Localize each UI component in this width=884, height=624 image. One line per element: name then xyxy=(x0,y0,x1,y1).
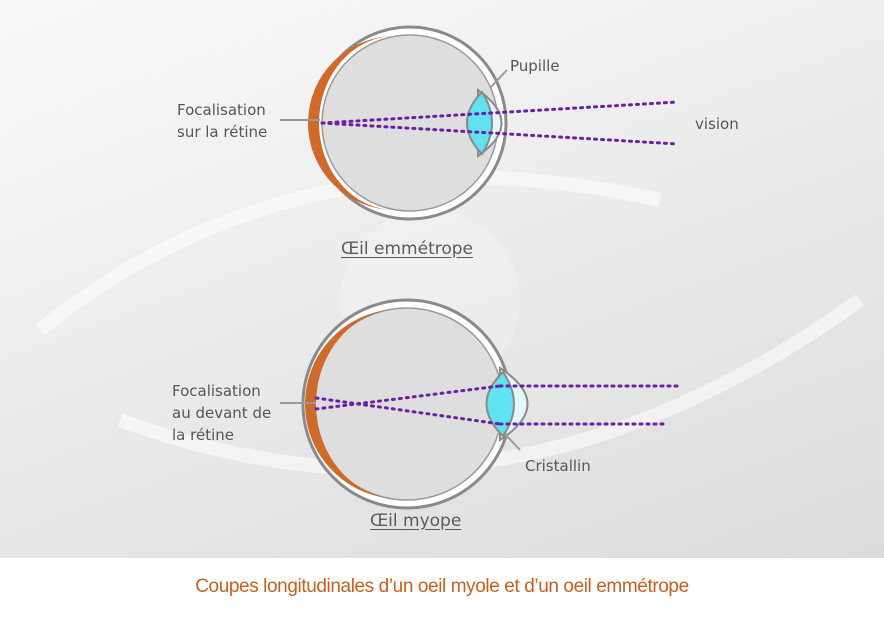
lens xyxy=(466,90,493,156)
ray-bottom xyxy=(314,396,502,426)
focus-front-line-2: au devant de xyxy=(172,404,272,422)
ray-top xyxy=(314,384,502,411)
focus-front-line-1: Focalisation xyxy=(172,382,261,400)
cristallin-leader xyxy=(504,433,521,451)
vision-label: vision xyxy=(695,115,739,133)
lens xyxy=(485,370,515,438)
pupille-label: Pupille xyxy=(510,57,560,75)
eye-diagram-svg xyxy=(280,25,680,510)
eye-myope xyxy=(280,298,680,510)
ray-top xyxy=(320,100,680,125)
title-myope: Œil myope xyxy=(370,511,462,531)
cristallin-label: Cristallin xyxy=(525,457,591,475)
focus-retina-line-1: Focalisation xyxy=(177,101,266,119)
figure-caption: Coupes longitudinales d’un oeil myole et… xyxy=(195,576,689,597)
focus-front-label: Focalisation au devant de la rétine xyxy=(172,380,271,446)
focus-retina-label: Focalisation sur la rétine xyxy=(177,99,267,143)
focus-retina-line-2: sur la rétine xyxy=(177,123,268,141)
focus-front-line-3: la rétine xyxy=(172,426,234,444)
title-emmetrope: Œil emmétrope xyxy=(341,239,474,259)
ray-bottom xyxy=(320,121,680,146)
diagram-area: Pupille vision Focalisation sur la rétin… xyxy=(0,0,884,558)
eye-emmetrope xyxy=(280,25,680,221)
pupille-leader xyxy=(489,69,508,89)
